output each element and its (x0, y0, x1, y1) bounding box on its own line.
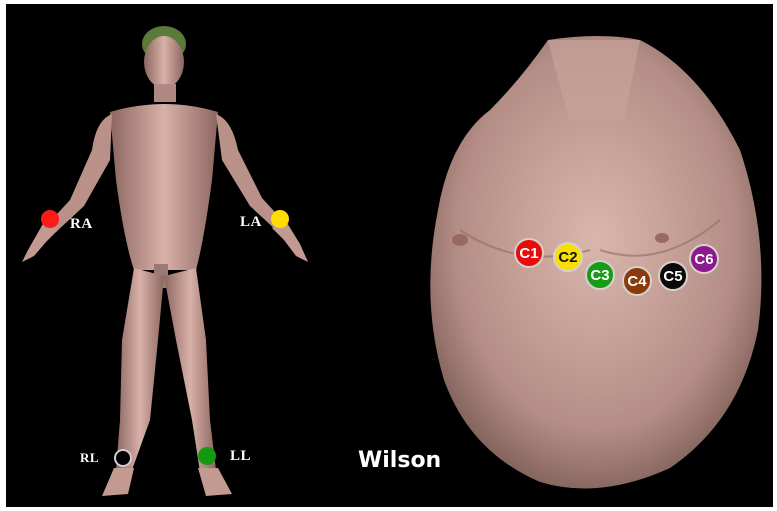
diagram-title: Wilson (358, 448, 441, 473)
ll-label: LL (230, 448, 251, 465)
c5-electrode: C5 (658, 261, 688, 291)
c2-electrode: C2 (553, 242, 583, 272)
ra-label: RA (70, 216, 93, 233)
c4-electrode: C4 (622, 266, 652, 296)
c3-electrode: C3 (585, 260, 615, 290)
body-figure (22, 26, 308, 496)
rl-label: RL (80, 450, 99, 466)
c1-electrode: C1 (514, 238, 544, 268)
la-electrode-dot (271, 210, 289, 228)
ll-electrode-dot (198, 447, 216, 465)
rl-electrode-dot (114, 449, 132, 467)
la-label: LA (240, 214, 262, 231)
ra-electrode-dot (41, 210, 59, 228)
c6-electrode: C6 (689, 244, 719, 274)
